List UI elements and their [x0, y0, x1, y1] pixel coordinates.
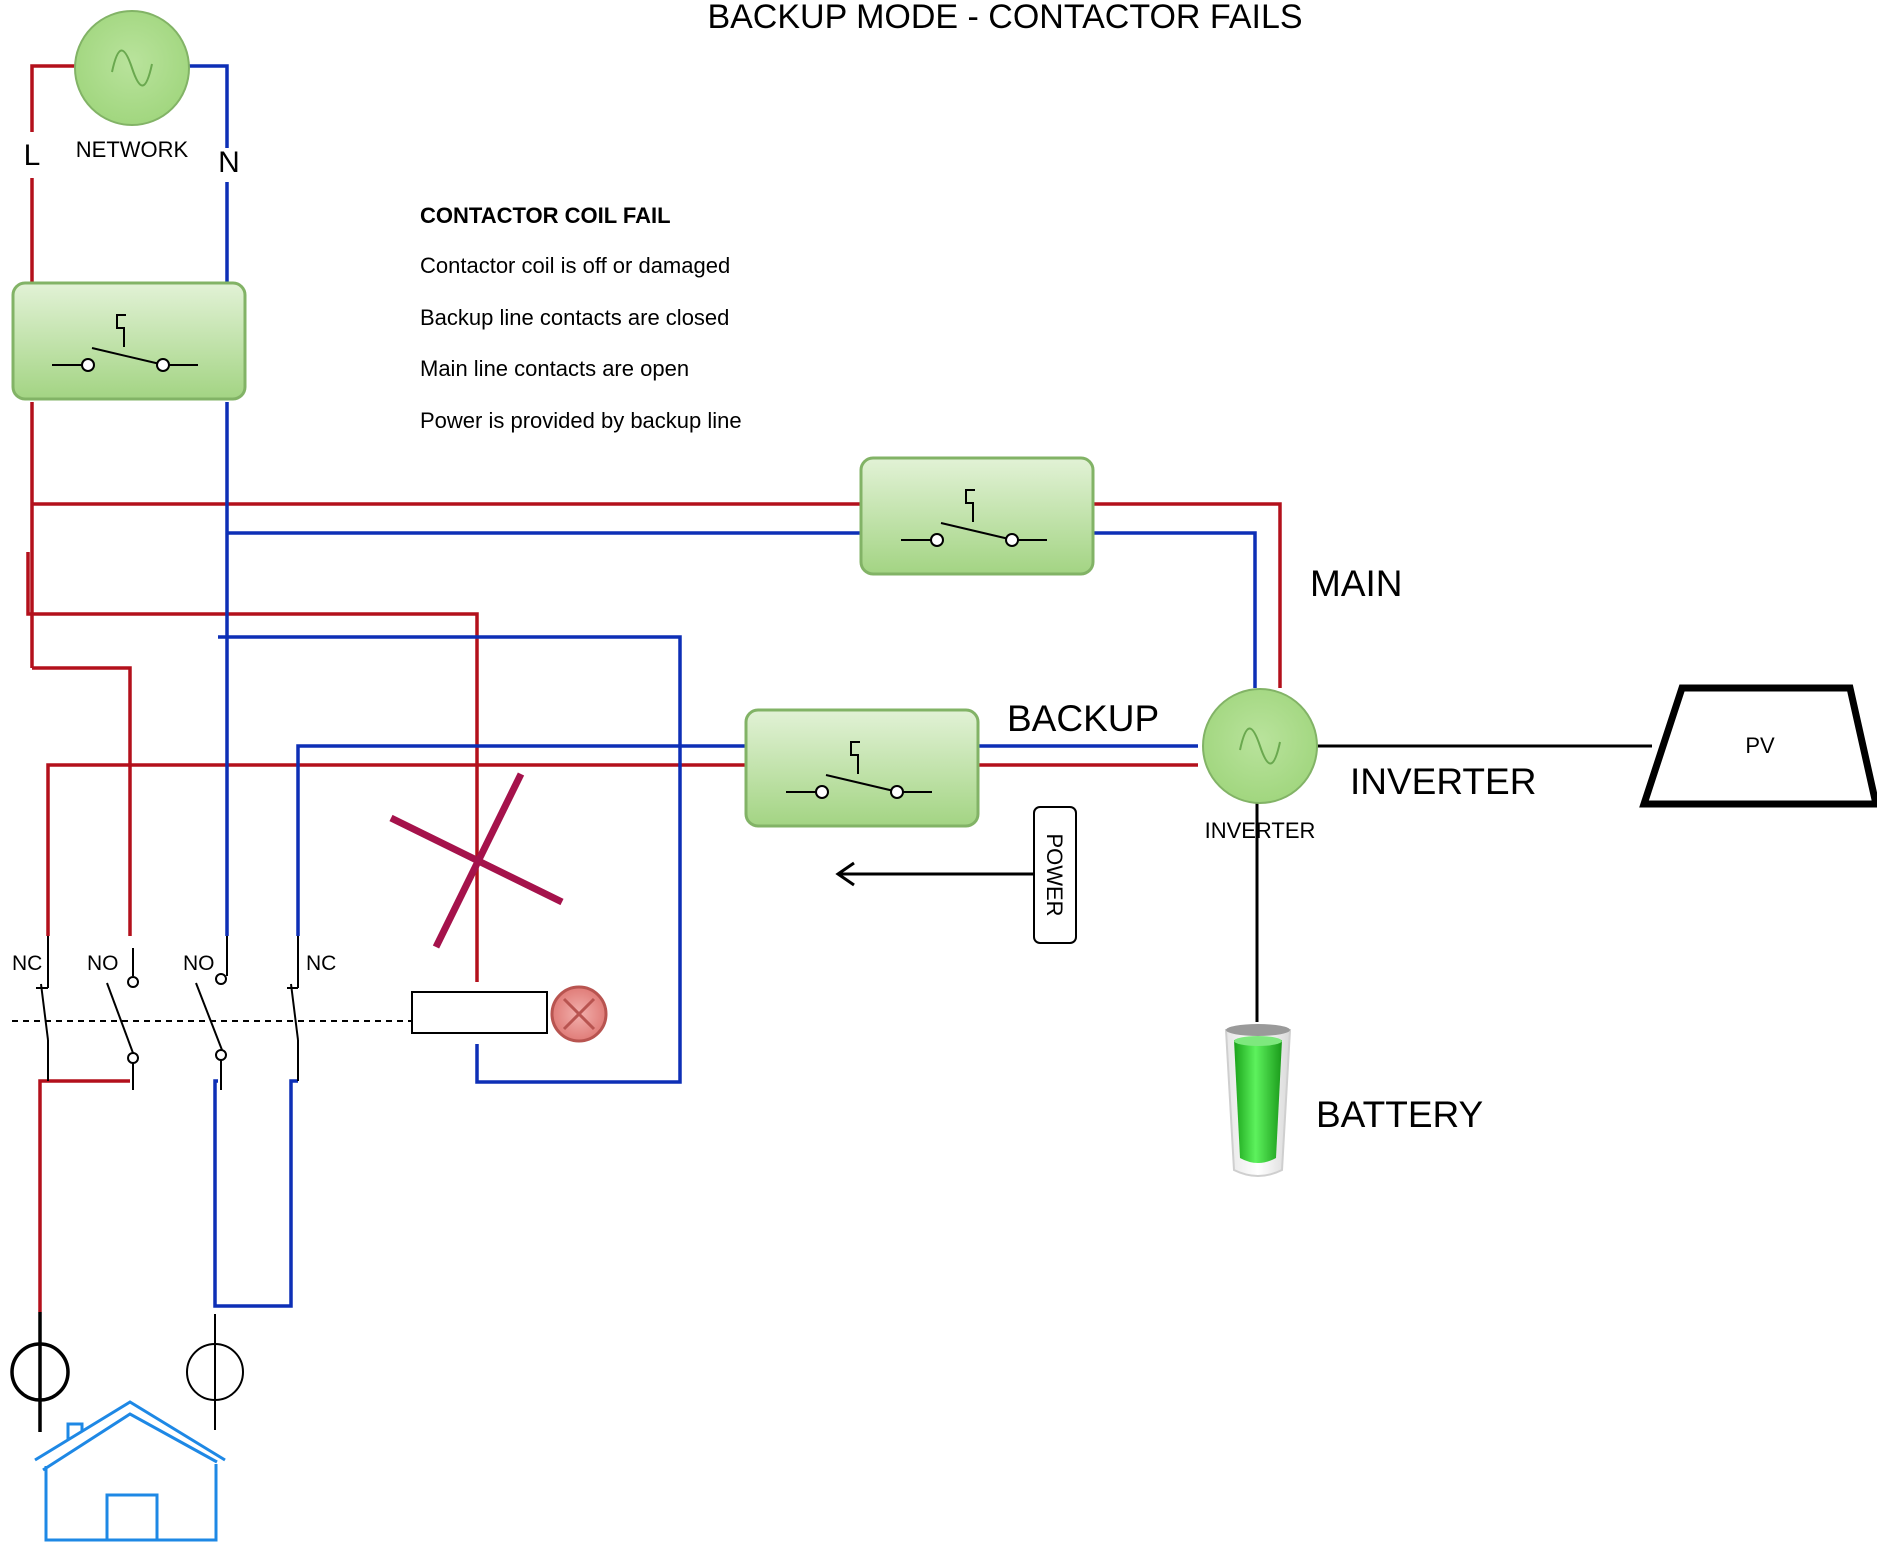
contactor-contacts: [12, 936, 412, 1090]
fail-cross-icon: [389, 772, 564, 949]
network-generator: [74, 10, 190, 126]
live-outlet: [10, 1312, 70, 1432]
main-breaker: [11, 281, 247, 401]
pv-panel: [1639, 684, 1877, 808]
main-label: MAIN: [1310, 563, 1403, 604]
inverter-small-label: INVERTER: [1205, 818, 1316, 843]
power-label: POWER: [1042, 833, 1067, 916]
house-icon: [34, 1400, 226, 1542]
battery-label: BATTERY: [1316, 1094, 1483, 1135]
main-line-breaker: [859, 456, 1095, 576]
power-tag: [1033, 806, 1077, 944]
neutral-wires: [189, 64, 1257, 1308]
contact-label-nc-2: NC: [306, 952, 336, 975]
contact-label-no-1: NO: [87, 952, 119, 975]
contactor-coil: [411, 991, 548, 1034]
sine-icon: [1239, 727, 1281, 765]
notes-line-1: Contactor coil is off or damaged: [420, 253, 730, 278]
live-wires: [26, 64, 1282, 1312]
coil-fail-icon: [550, 985, 608, 1043]
contact-label-no-2: NO: [183, 952, 215, 975]
inverter-label: INVERTER: [1350, 761, 1536, 802]
inverter: [1202, 688, 1318, 804]
pv-label: PV: [1745, 733, 1775, 758]
contact-label-nc-1: NC: [12, 952, 42, 975]
dc-wires: [1255, 744, 1652, 1022]
network-label: NETWORK: [76, 137, 189, 162]
diagram-title: BACKUP MODE - CONTACTOR FAILS: [707, 0, 1302, 36]
neutral-label: N: [218, 146, 240, 179]
notes-line-3: Main line contacts are open: [420, 356, 689, 381]
backup-line-breaker: [744, 708, 980, 828]
line-label: L: [24, 139, 41, 172]
notes-line-2: Backup line contacts are closed: [420, 305, 729, 330]
sine-icon: [111, 49, 153, 87]
backup-label: BACKUP: [1007, 698, 1159, 739]
battery-icon: [1224, 1024, 1292, 1177]
neutral-outlet: [186, 1314, 244, 1430]
notes-heading: CONTACTOR COIL FAIL: [420, 203, 671, 228]
power-flow-arrow: [835, 861, 1034, 887]
notes-line-4: Power is provided by backup line: [420, 408, 742, 433]
